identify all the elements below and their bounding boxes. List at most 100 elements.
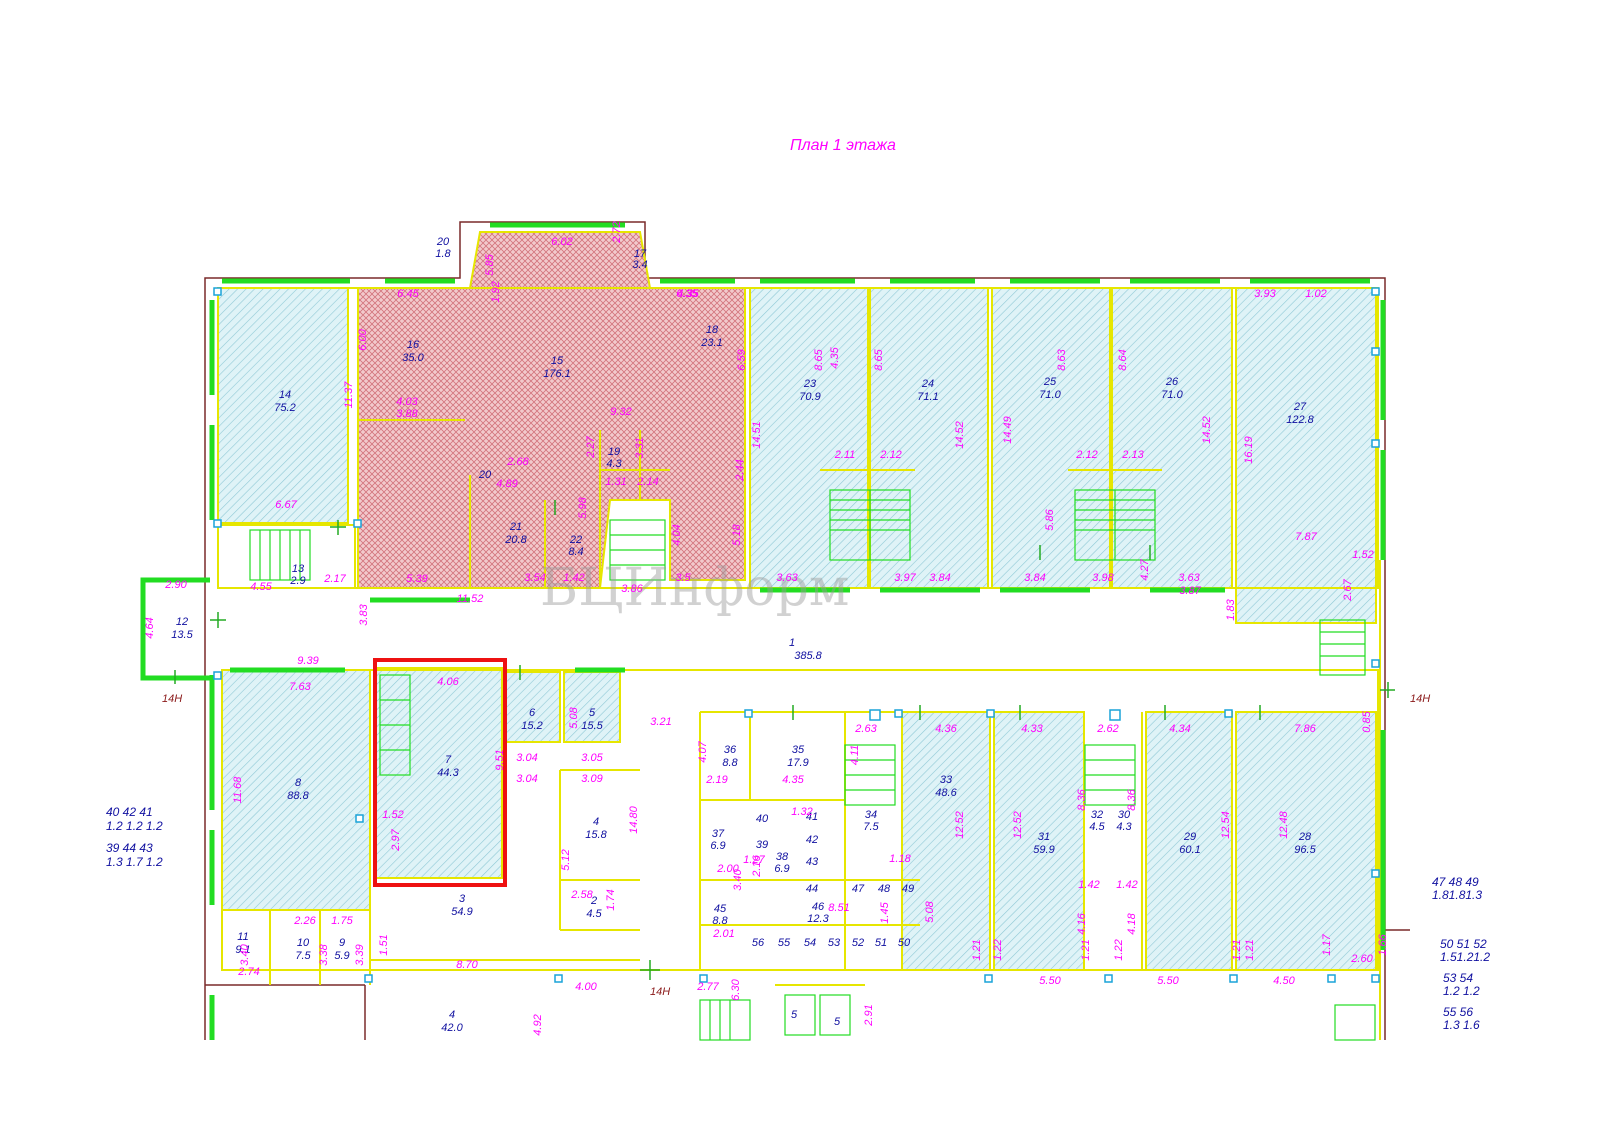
dimension-label: 3.5 bbox=[675, 572, 691, 584]
room-number: 38 bbox=[776, 851, 789, 863]
dimension-label: 1.42 bbox=[1078, 879, 1099, 891]
room-28 bbox=[1235, 711, 1377, 971]
dimension-label: 1.21 bbox=[1231, 939, 1243, 960]
dimension-label: 8.70 bbox=[456, 959, 478, 971]
room-area: 44.3 bbox=[437, 767, 459, 779]
dimension-label: 3.40 bbox=[239, 943, 251, 965]
small-room-number: 52 bbox=[852, 937, 864, 949]
dimension-label: 1.51 bbox=[378, 934, 390, 955]
room-number: 5 bbox=[834, 1016, 841, 1028]
small-room-number: 43 bbox=[806, 856, 819, 868]
room-area: 4.5 bbox=[586, 908, 602, 920]
dimension-label: 1.83 bbox=[1225, 598, 1237, 620]
room-6 bbox=[503, 671, 561, 743]
room-area: 7.5 bbox=[863, 821, 879, 833]
room-25 bbox=[991, 287, 1111, 589]
dimension-label: 1.42 bbox=[563, 572, 584, 584]
legend-row: 1.3 1.7 1.2 bbox=[106, 855, 163, 869]
small-room-number: 51 bbox=[875, 937, 887, 949]
dimension-label: 2.90 bbox=[164, 579, 187, 591]
dimension-label: 14.80 bbox=[628, 805, 640, 833]
room-number: 36 bbox=[724, 744, 737, 756]
room-number: 25 bbox=[1043, 376, 1057, 388]
room-number: 4 bbox=[593, 816, 599, 828]
room-15-office bbox=[357, 231, 746, 589]
dimension-label: 4.55 bbox=[250, 581, 272, 593]
room-area: 42.0 bbox=[441, 1022, 463, 1034]
room-area: 20.8 bbox=[504, 534, 527, 546]
dimension-label: 3.04 bbox=[516, 773, 537, 785]
dimension-label: 2.91 bbox=[863, 1004, 875, 1026]
dimension-label: 4.18 bbox=[1126, 912, 1138, 934]
legend-row: 39 44 43 bbox=[106, 841, 153, 855]
room-number: 1 bbox=[789, 637, 795, 649]
dimension-label: 2.26 bbox=[293, 915, 316, 927]
room-area: 2.9 bbox=[289, 575, 305, 587]
room-area: 12.3 bbox=[807, 913, 829, 925]
room-5 bbox=[563, 671, 621, 743]
dimension-label: 1.21 bbox=[971, 939, 983, 960]
dimension-label: 12.52 bbox=[1012, 811, 1024, 839]
room-number: 6 bbox=[529, 707, 536, 719]
legend-row: 1.3 1.6 bbox=[1443, 1018, 1480, 1032]
dimension-label: 8.64 bbox=[1117, 349, 1129, 370]
dimension-label: 2.13 bbox=[1121, 449, 1144, 461]
dimension-label: 4.03 bbox=[396, 396, 418, 408]
dimension-label: 2.19 bbox=[705, 774, 727, 786]
dimension-label: 1.92 bbox=[490, 281, 502, 302]
legend-row: 50 51 52 bbox=[1440, 937, 1487, 951]
room-number: 5 bbox=[791, 1009, 798, 1021]
room-area: 60.1 bbox=[1179, 844, 1200, 856]
room-area: 71.0 bbox=[1161, 389, 1183, 401]
legend-right: 47 48 49 1.81.81.3 50 51 52 1.51.21.2 53… bbox=[1432, 875, 1490, 1032]
dimension-label: 2.68 bbox=[506, 456, 529, 468]
small-room-number: 40 bbox=[756, 813, 769, 825]
room-number: 27 bbox=[1293, 401, 1307, 413]
room-area: 4.5 bbox=[1089, 821, 1105, 833]
room-area: 385.8 bbox=[794, 650, 822, 662]
small-room-number: 47 bbox=[852, 883, 865, 895]
small-room-numbers: 40 39 41 42 43 44 47 48 49 56 55 54 53 5… bbox=[752, 811, 914, 949]
dimension-label: 3.05 bbox=[581, 752, 603, 764]
room-area: 5.9 bbox=[334, 950, 349, 962]
room-number: 16 bbox=[407, 339, 420, 351]
dimension-label: 3.09 bbox=[581, 773, 602, 785]
dimension-label: 1.52 bbox=[1352, 549, 1373, 561]
legend-row: 47 48 49 bbox=[1432, 875, 1479, 889]
room-area: 3.4 bbox=[632, 259, 647, 271]
dimension-label: 3.93 bbox=[1254, 288, 1276, 300]
dimension-label: 11.68 bbox=[232, 776, 244, 804]
legend-row: 1.2 1.2 bbox=[1443, 984, 1480, 998]
dimension-label: 4.92 bbox=[532, 1014, 544, 1035]
dimension-label: 1.21 bbox=[1244, 939, 1256, 960]
dimension-label: 2.00 bbox=[716, 863, 739, 875]
dimension-label: 1.22 bbox=[992, 939, 1004, 960]
room-number: 35 bbox=[792, 744, 805, 756]
dimension-label: 3.83 bbox=[358, 603, 370, 625]
dimension-label: 2.60 bbox=[1350, 953, 1373, 965]
dimension-label: 11.37 bbox=[343, 381, 355, 409]
room-number: 28 bbox=[1298, 831, 1312, 843]
room-number: 31 bbox=[1038, 831, 1050, 843]
room-number: 12 bbox=[176, 616, 188, 628]
small-room-number: 53 bbox=[828, 937, 841, 949]
dimension-label: 2.97 bbox=[390, 828, 402, 851]
dimension-label: 3.98 bbox=[1092, 572, 1114, 584]
dimension-label: 8.63 bbox=[1056, 348, 1068, 370]
dimension-label: 4.36 bbox=[935, 723, 957, 735]
room-number: 24 bbox=[921, 378, 934, 390]
dimension-label: 6.35 bbox=[676, 288, 698, 300]
room-area: 54.9 bbox=[451, 906, 472, 918]
room-number: 11 bbox=[237, 931, 248, 943]
room-area: 23.1 bbox=[700, 337, 722, 349]
small-room-number: 42 bbox=[806, 834, 818, 846]
room-area: 4.3 bbox=[606, 458, 622, 470]
dimension-label: 6.30 bbox=[730, 978, 742, 1000]
dimension-label: 0.85 bbox=[1361, 710, 1373, 732]
room-number: 20 bbox=[436, 236, 450, 248]
room-area: 71.1 bbox=[917, 391, 938, 403]
axis-marker-bottom: 14Н bbox=[650, 986, 670, 998]
room-number: 17 bbox=[634, 248, 647, 260]
watermark: БЦИнформ bbox=[540, 558, 849, 618]
